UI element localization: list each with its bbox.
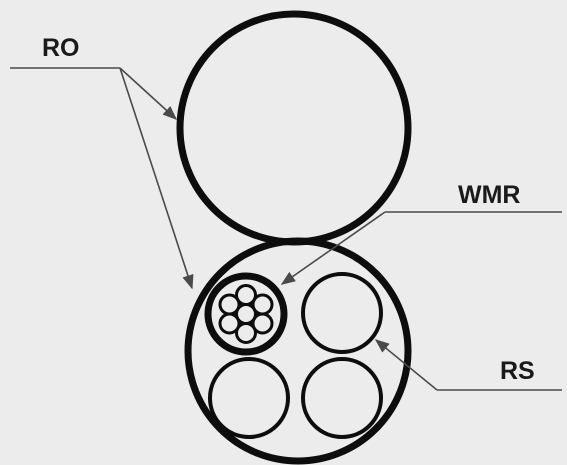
ro-arrow-upper — [119, 67, 178, 120]
wmr-wire — [218, 293, 241, 316]
wmr-arrow — [280, 211, 386, 285]
wmr-wire — [251, 293, 274, 316]
rs-label: RS — [500, 357, 535, 385]
inner-ring-bottom-right — [301, 357, 383, 439]
upper-ring — [176, 10, 412, 246]
inner-ring-bottom-left — [208, 357, 290, 439]
wmr-wire — [235, 284, 257, 306]
wmr-wire — [251, 312, 274, 335]
wmr-wire — [235, 322, 257, 344]
lower-outer-ring — [184, 237, 412, 465]
wmr-outer-ring — [204, 272, 288, 356]
wmr-label: WMR — [458, 181, 520, 209]
rs-arrow — [374, 339, 438, 391]
ro-label: RO — [42, 34, 80, 62]
wmr-bundle — [204, 272, 288, 356]
inner-ring-top-right — [301, 272, 383, 354]
wmr-wire — [218, 312, 241, 335]
ro-arrow-lower — [119, 67, 194, 290]
